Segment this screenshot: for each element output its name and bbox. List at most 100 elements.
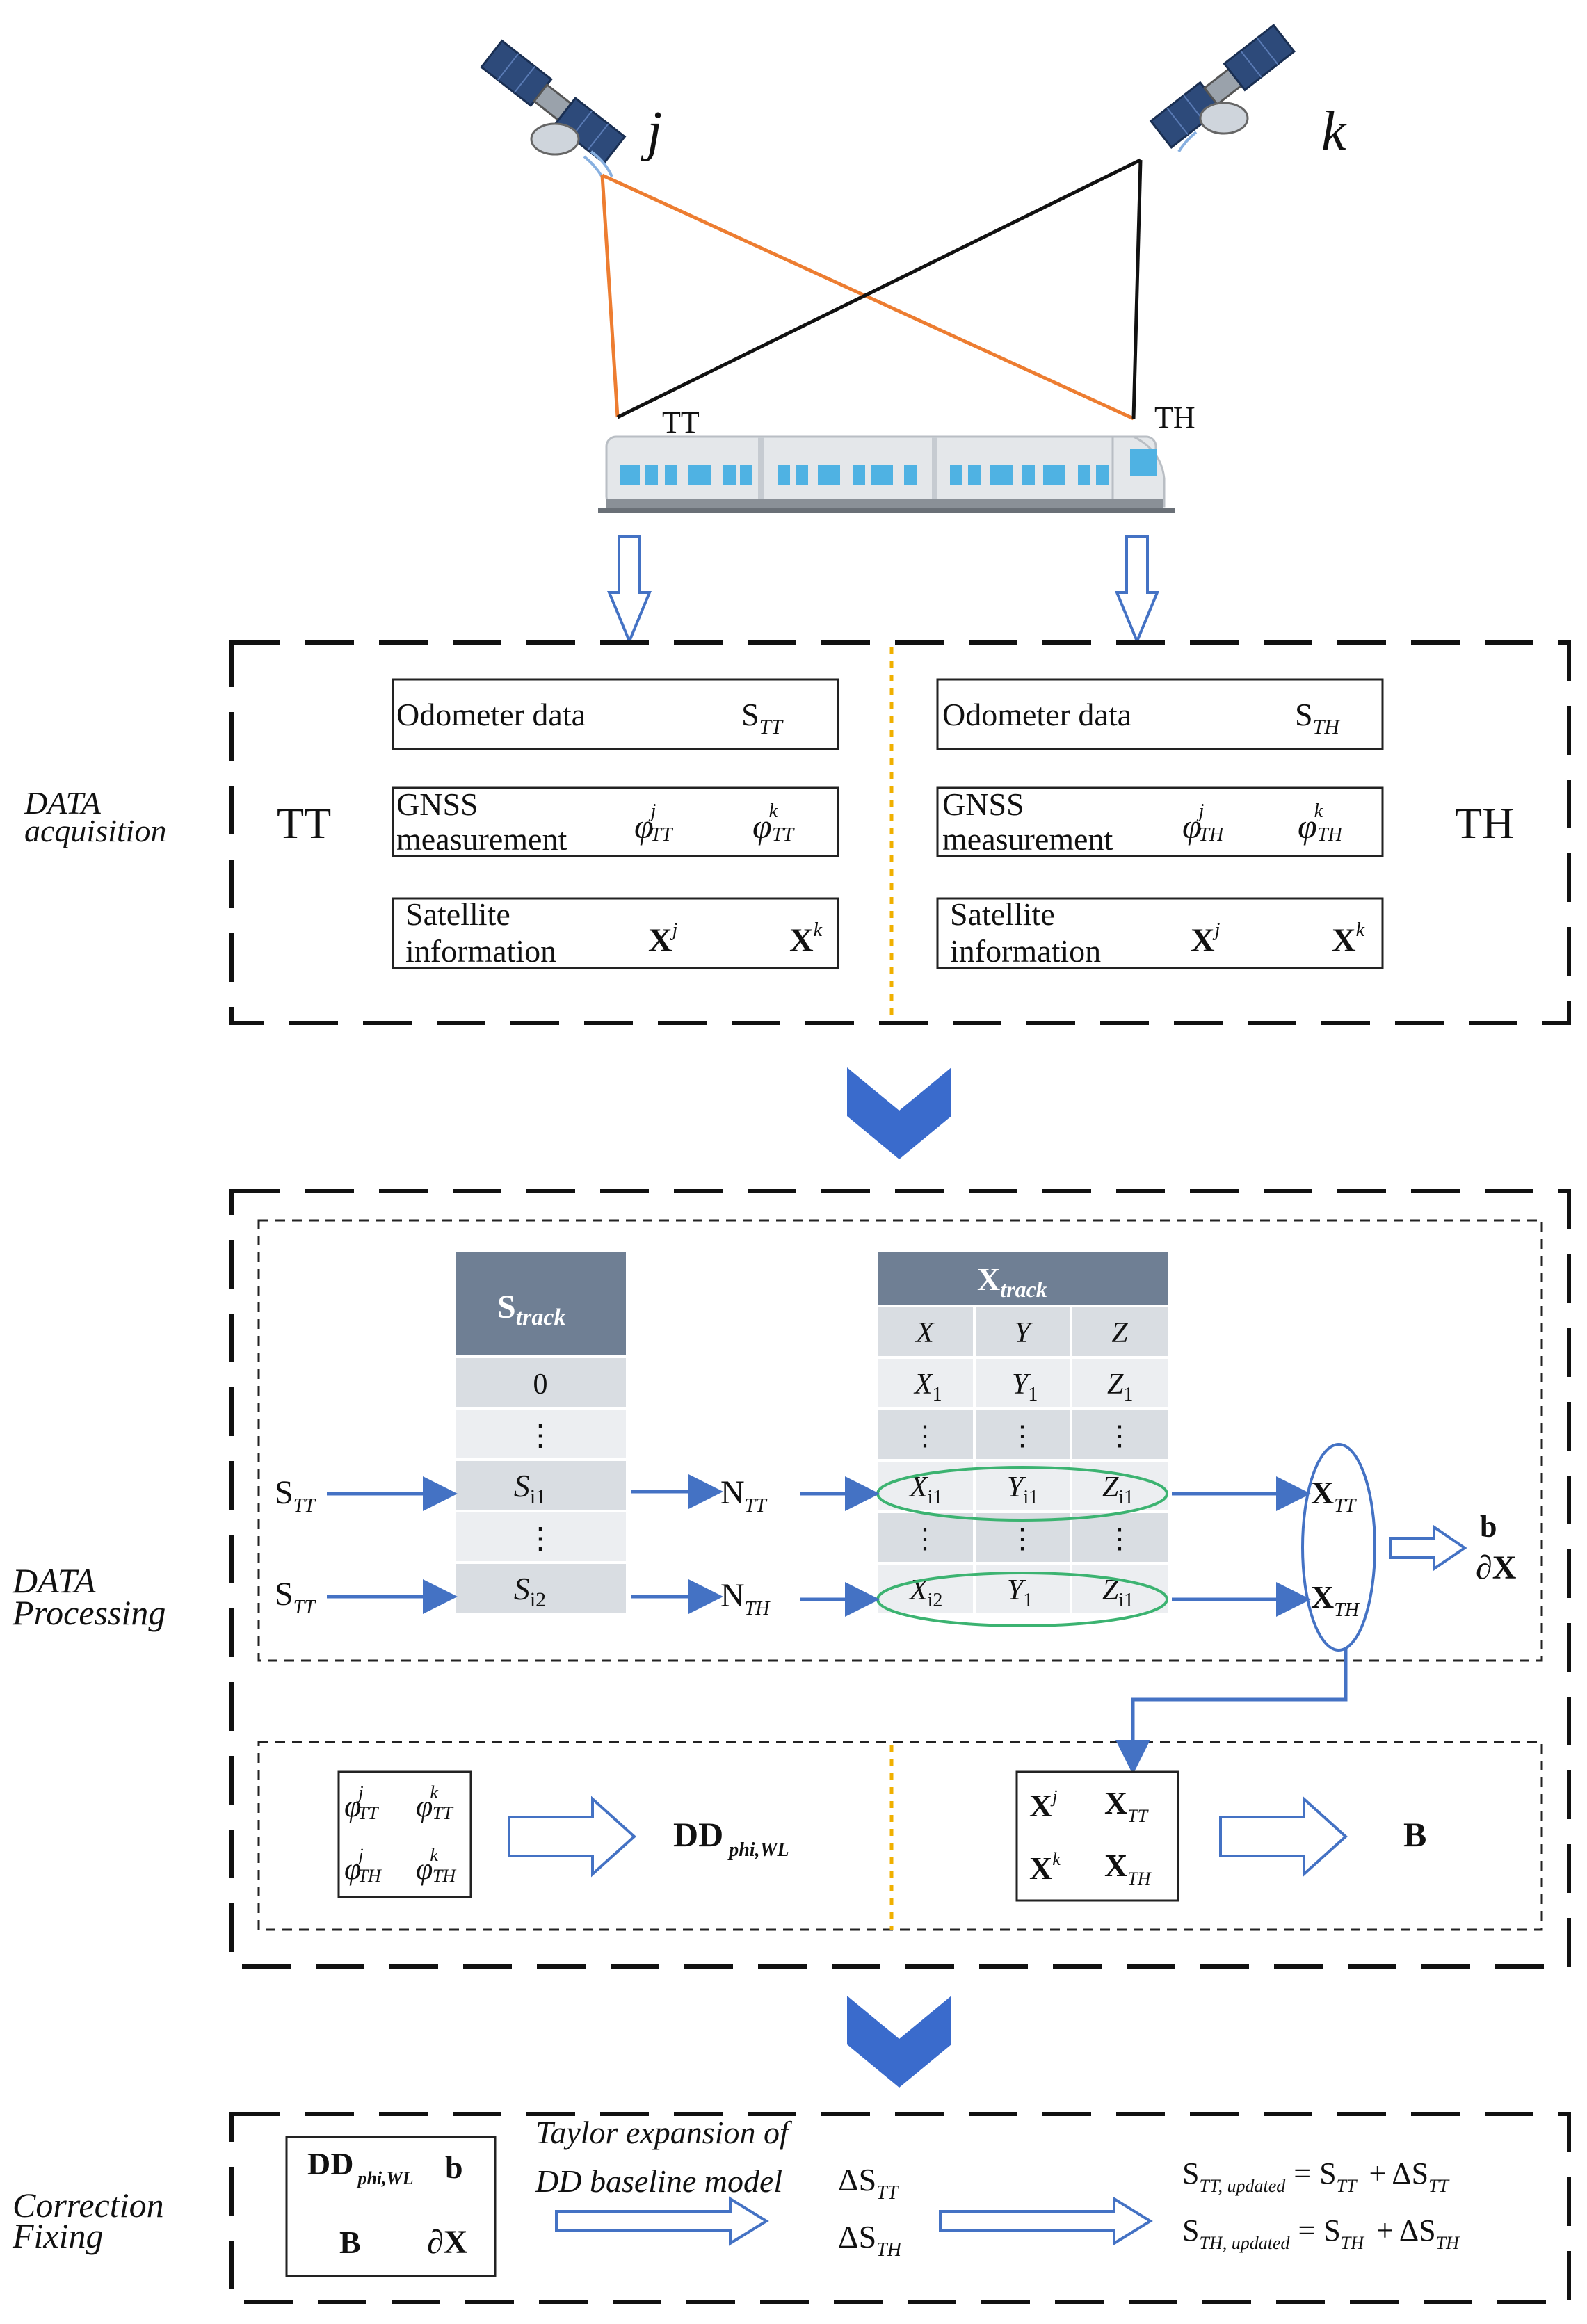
s-track-row-4: Si2	[514, 1571, 546, 1611]
x-j-tt: Xj	[648, 919, 678, 959]
x-k-tt: Xk	[789, 919, 823, 959]
acquisition-tt-side: TT	[277, 798, 331, 848]
x-th-output: XTH	[1311, 1579, 1360, 1621]
update-eq-tt: STT, updated=STT+ΔSTT	[1182, 2156, 1450, 2196]
x-k-matrix: Xk	[1029, 1849, 1061, 1886]
phi-matrix-box	[337, 1770, 472, 1898]
dx-inputs: ∂X	[427, 2224, 468, 2261]
processing-label-line1: DATA	[12, 1561, 96, 1600]
antenna-tt-label: TT	[662, 405, 700, 439]
acquisition-label-line2: acquisition	[24, 813, 166, 848]
correction-label-line1: Correction	[13, 2186, 164, 2225]
satellite-j-label: j	[641, 101, 662, 162]
x-tt-matrix: XTT	[1104, 1785, 1149, 1826]
odometer-box-th	[936, 678, 1384, 750]
gnss-label-th-2: measurement	[942, 821, 1113, 857]
satellite-box-tt	[392, 897, 839, 969]
x-tt-output: XTT	[1311, 1475, 1358, 1517]
gnss-box-tt	[392, 786, 839, 857]
s-track-row-1: ⋮	[526, 1420, 555, 1452]
x-th-matrix: XTH	[1104, 1848, 1152, 1889]
x-output-ellipse	[1301, 1443, 1376, 1652]
arrow-to-update	[939, 2196, 1153, 2246]
x-j-matrix: Xj	[1029, 1786, 1057, 1823]
correction-label-line2: Fixing	[12, 2216, 104, 2255]
b-inputs: b	[445, 2149, 463, 2185]
taylor-label-line2: DD baseline model	[535, 2163, 782, 2199]
arrow-taylor	[555, 2196, 769, 2246]
processing-upper-frame	[257, 1219, 1543, 1662]
satellite-j-icon	[480, 39, 627, 177]
satellite-box-th	[936, 897, 1384, 969]
satellite-label-th-2: information	[950, 933, 1101, 969]
s-track-table: Strack 0 ⋮ Si1 ⋮ Si2	[456, 1252, 626, 1613]
arrow-to-dd	[508, 1796, 636, 1878]
signal-k-to-tt	[616, 158, 1142, 419]
x-col-header-z: Z	[1111, 1317, 1128, 1349]
result-dx: ∂X	[1476, 1549, 1517, 1586]
x-row1-y: Y1	[1012, 1369, 1038, 1405]
y-vdots-1: ⋮	[1008, 1420, 1036, 1451]
update-eq-th: STH, updated=STH+ΔSTH	[1182, 2213, 1460, 2253]
s-track-row-0: 0	[533, 1369, 548, 1401]
acquisition-th-side: TH	[1455, 798, 1514, 848]
n-tt: NTT	[720, 1474, 768, 1517]
gnss-label-th-1: GNSS	[942, 786, 1024, 822]
acquisition-label-line1: DATA	[24, 785, 102, 821]
chevron-down-icon-2	[847, 1996, 951, 2088]
x-col-header-y: Y	[1014, 1317, 1033, 1349]
x-matrix-box	[1015, 1770, 1179, 1902]
signal-j-to-th	[601, 173, 1135, 421]
odometer-box-tt	[392, 678, 839, 750]
satellite-k-label: k	[1321, 101, 1347, 162]
odometer-label-tt: Odometer data	[396, 697, 586, 732]
arrow-to-b-dx	[1389, 1524, 1467, 1572]
gnss-label-tt-1: GNSS	[396, 786, 478, 822]
satellite-label-tt-2: information	[405, 933, 556, 969]
input-s-tt-1: STT	[275, 1474, 316, 1517]
correction-frame	[229, 2112, 1571, 2304]
x-row-i1-y: Yi1	[1007, 1471, 1038, 1508]
x-k-th: Xk	[1332, 919, 1365, 959]
odometer-symbol-tt: STT	[741, 697, 784, 739]
odometer-symbol-th: STH	[1295, 697, 1341, 739]
z-vdots-2: ⋮	[1106, 1523, 1134, 1554]
processing-label-line2: Processing	[12, 1593, 166, 1632]
signal-j-to-tt	[600, 175, 620, 418]
delta-s-th: ΔSTH	[838, 2219, 903, 2261]
arrow-to-b	[1219, 1796, 1348, 1878]
x-vdots-1: ⋮	[911, 1420, 939, 1451]
x-row1-x: X1	[913, 1369, 942, 1405]
x-row-i2-y: Y1	[1007, 1574, 1033, 1611]
chevron-down-icon-1	[847, 1067, 951, 1159]
inputs-matrix-box	[285, 2136, 497, 2277]
acquisition-frame	[229, 640, 1571, 1025]
satellite-label-tt-1: Satellite	[405, 896, 510, 932]
odometer-label-th: Odometer data	[942, 697, 1131, 732]
x-j-th: Xj	[1191, 919, 1221, 959]
x-col-header-x: X	[915, 1317, 935, 1349]
down-arrow-th	[1115, 535, 1159, 645]
satellite-label-th-1: Satellite	[950, 896, 1055, 932]
b-matrix-label: B	[1403, 1815, 1426, 1854]
processing-lower-frame	[257, 1741, 1543, 1931]
connector-to-x-matrix	[1115, 1649, 1348, 1775]
train-icon	[598, 435, 1175, 513]
x-row1-z: Z1	[1107, 1369, 1133, 1405]
processing-frame	[229, 1189, 1571, 1969]
x-row-i1-z: Zi1	[1102, 1471, 1134, 1508]
x-track-table: Xtrack X Y Z X1 Y1 Z1 ⋮ ⋮ ⋮ Xi1 Yi1 Zi1 …	[876, 1252, 1168, 1627]
x-track-header: Xtrack	[977, 1261, 1047, 1302]
gnss-box-th	[936, 786, 1384, 857]
taylor-label-line1: Taylor expansion of	[535, 2115, 793, 2150]
input-s-tt-2: STT	[275, 1576, 316, 1618]
